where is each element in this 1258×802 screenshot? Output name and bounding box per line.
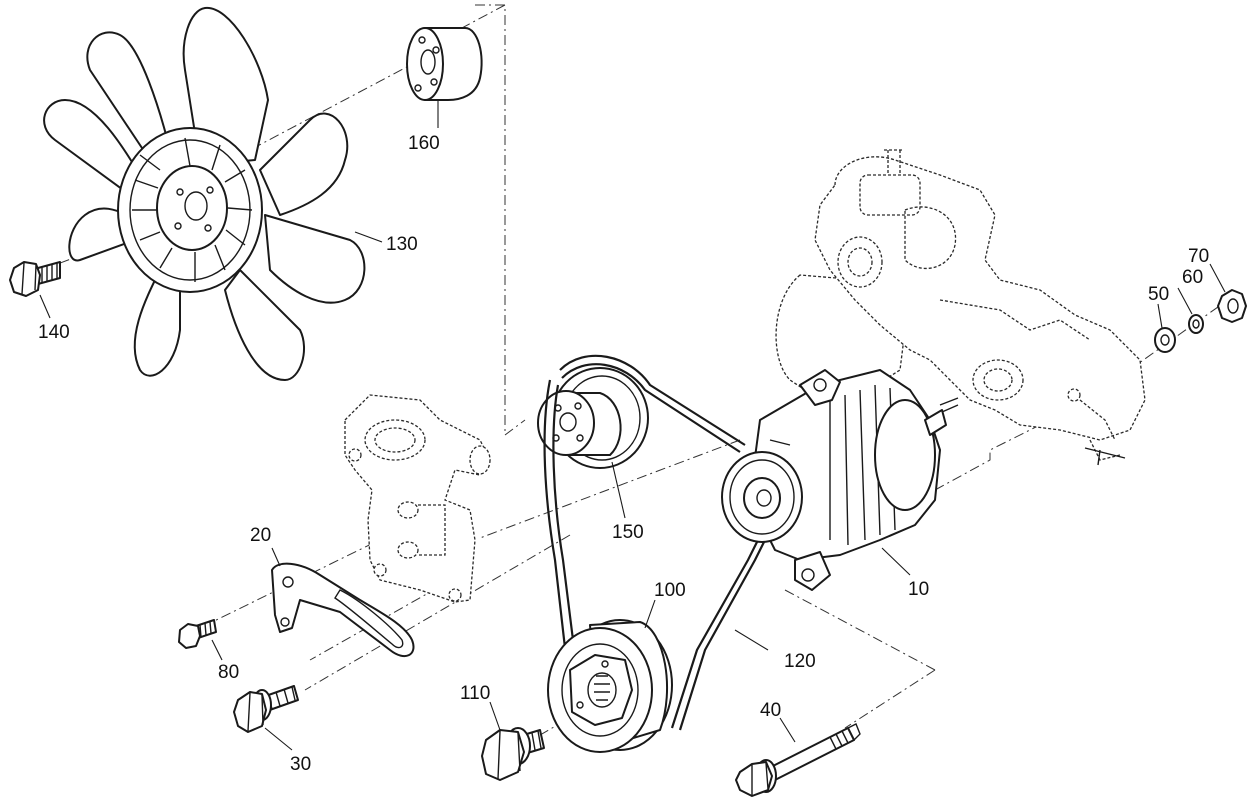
label-50: 50 — [1148, 284, 1169, 305]
label-110: 110 — [460, 683, 490, 704]
bolt-140 — [9, 261, 61, 297]
label-10: 10 — [908, 579, 929, 600]
label-120: 120 — [784, 651, 816, 672]
label-70: 70 — [1188, 246, 1209, 267]
water-pump-housing — [344, 394, 491, 603]
spring-washer-60 — [1188, 314, 1204, 334]
label-60: 60 — [1182, 267, 1203, 288]
crankshaft-pulley-100 — [547, 619, 673, 753]
alternator-bracket-20 — [271, 562, 415, 658]
label-130: 130 — [386, 234, 418, 255]
nut-70 — [1217, 289, 1247, 323]
label-20: 20 — [250, 525, 271, 546]
fan-spacer-160 — [406, 27, 483, 101]
label-140: 140 — [38, 322, 70, 343]
long-bolt-40 — [735, 723, 861, 797]
alternator-10 — [721, 369, 959, 591]
part-number-labels: 160 130 140 150 20 10 100 120 80 30 110 … — [38, 133, 1209, 775]
label-40: 40 — [760, 700, 781, 721]
washer-50 — [1154, 327, 1176, 353]
cooling-fan-130 — [43, 6, 366, 381]
leader-lines — [39, 100, 1226, 751]
label-150: 150 — [612, 522, 644, 543]
bolt-80 — [178, 619, 217, 649]
water-pump-pulley-150 — [537, 367, 649, 469]
label-160: 160 — [408, 133, 440, 154]
engine-block-outline — [775, 149, 1146, 466]
label-30: 30 — [290, 754, 311, 775]
bolt-110 — [481, 727, 545, 781]
label-80: 80 — [218, 662, 239, 683]
bolt-30 — [233, 685, 299, 733]
label-100: 100 — [654, 580, 686, 601]
